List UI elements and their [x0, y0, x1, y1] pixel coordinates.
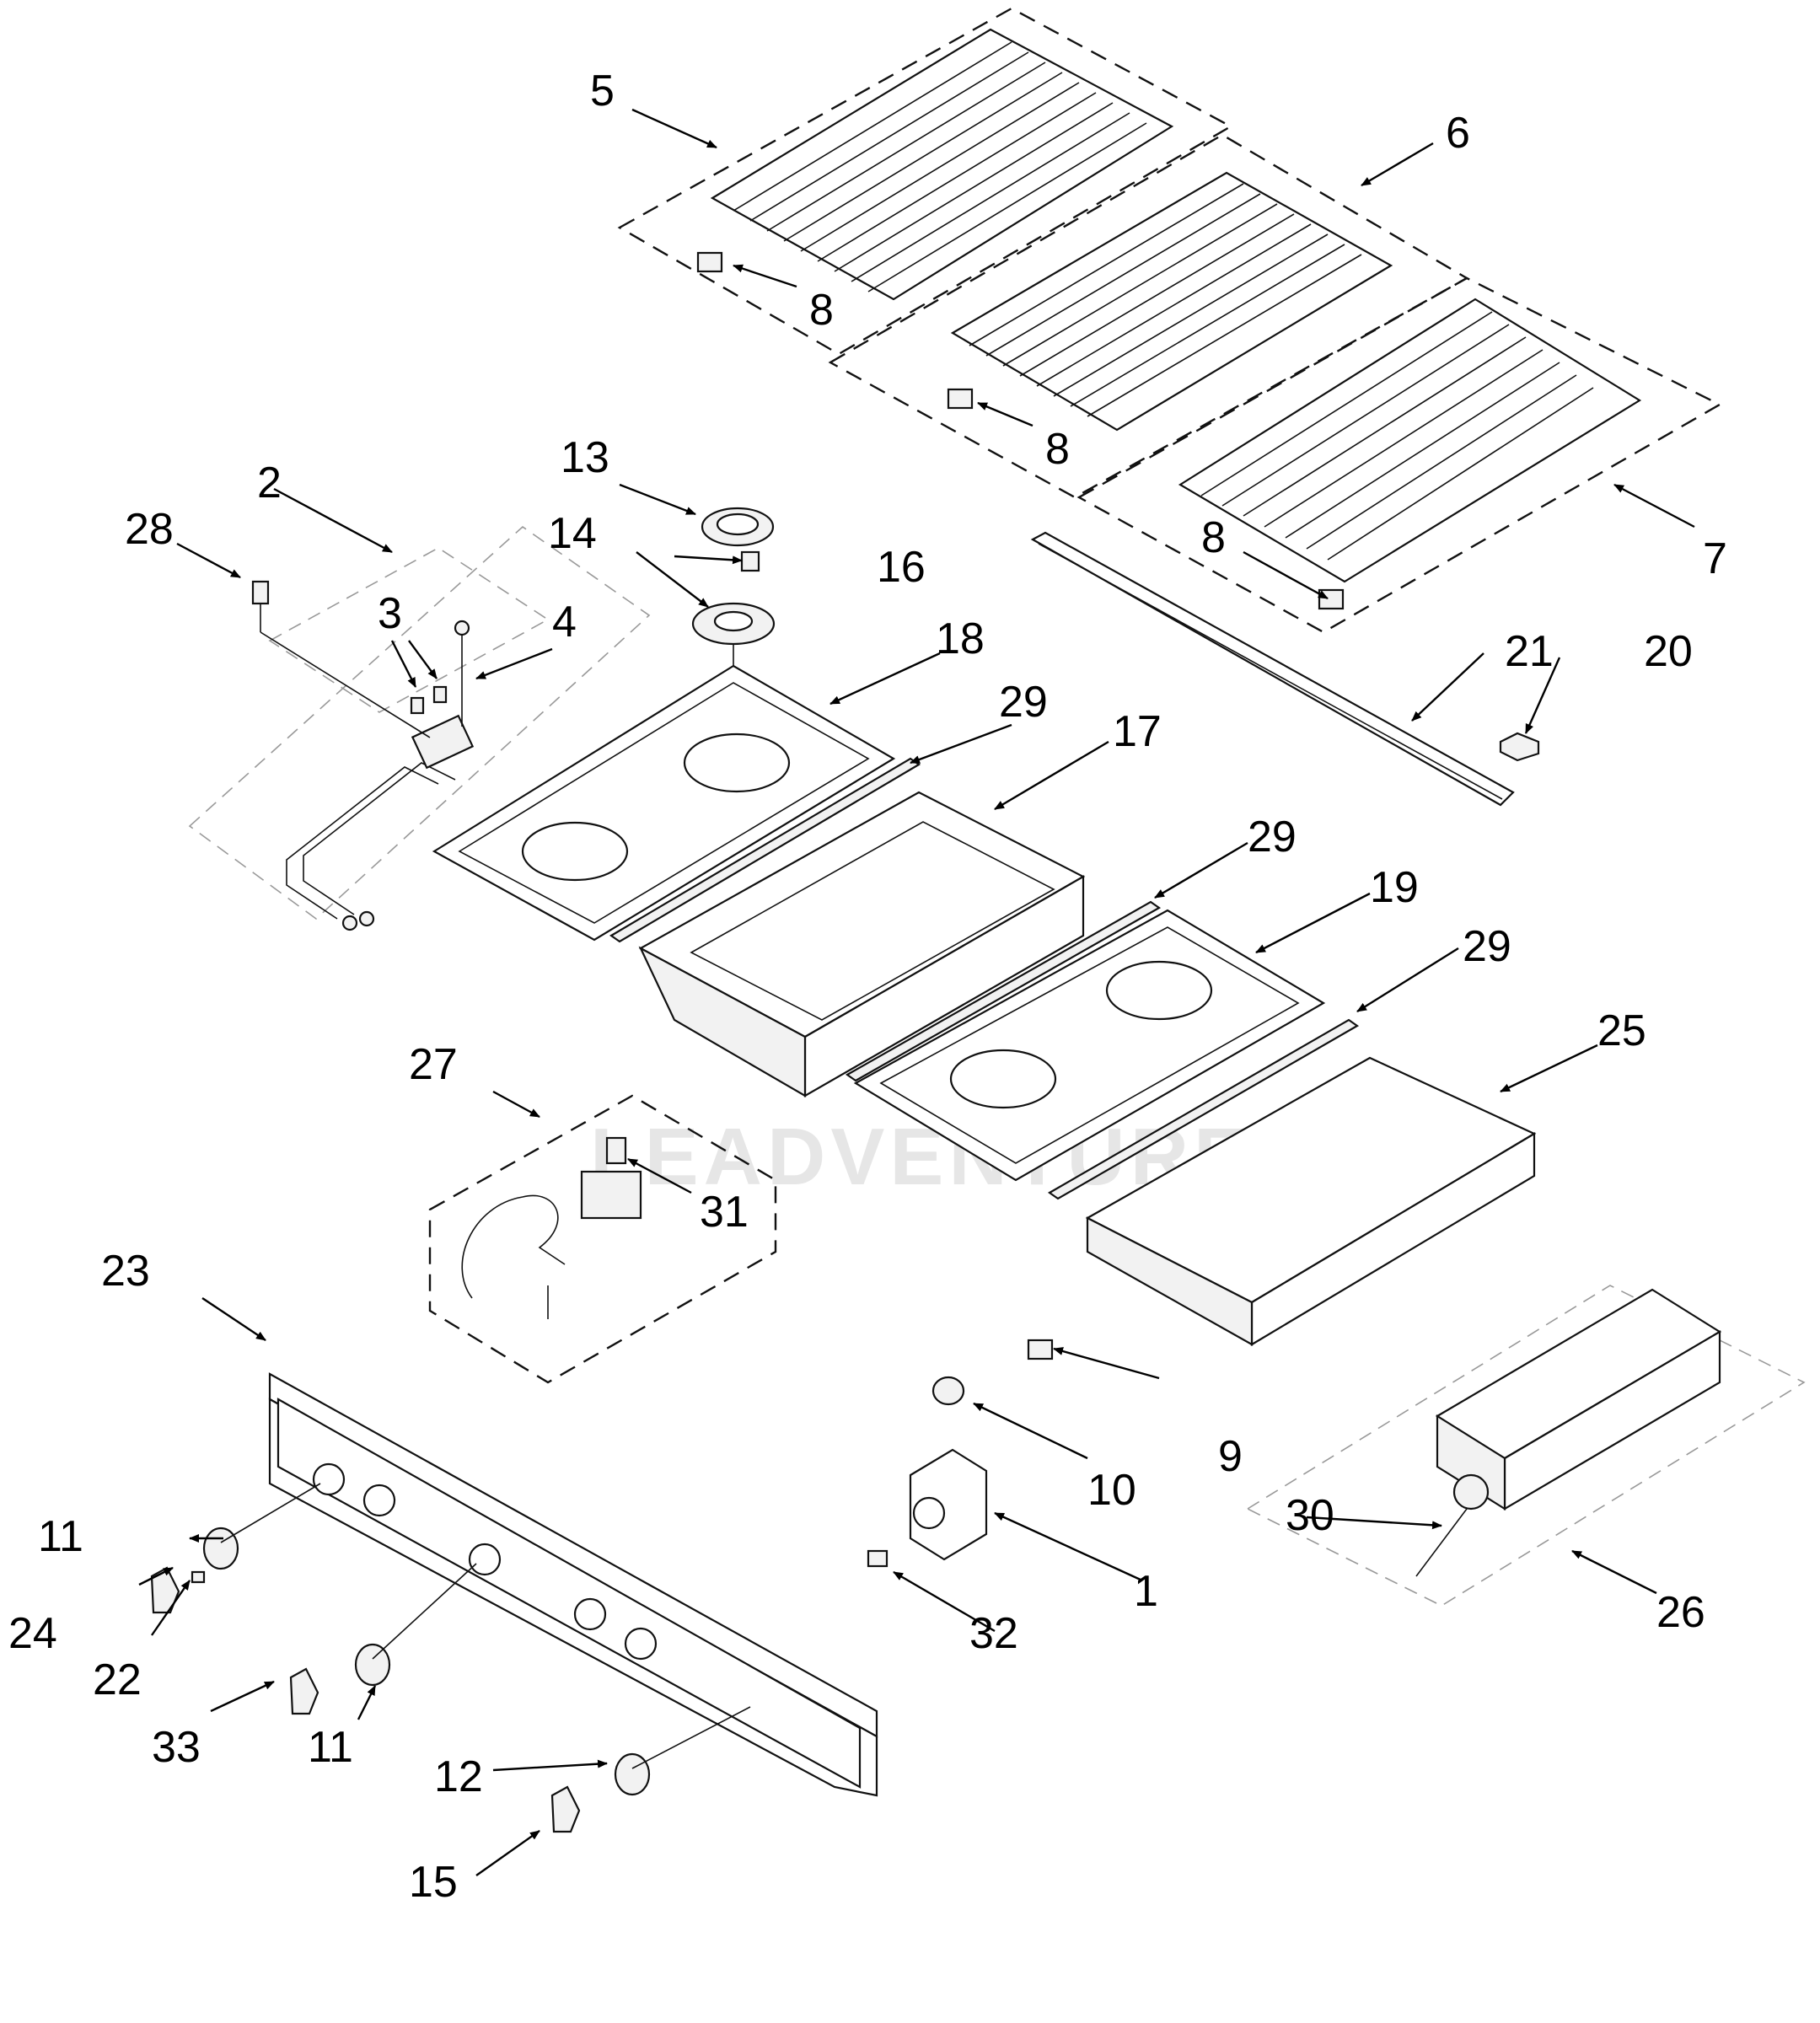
grate-left-group — [617, 7, 1233, 356]
callout-6: 6 — [1446, 109, 1470, 158]
bezel-11b — [354, 1643, 391, 1687]
griddle-plate-25 — [1085, 1056, 1537, 1346]
strip-29c — [1047, 1018, 1360, 1200]
callout-29b: 29 — [1248, 813, 1297, 861]
orifice-31 — [605, 1136, 627, 1165]
bezel-12 — [614, 1752, 651, 1796]
callout-14: 14 — [548, 509, 597, 558]
bezel-11a — [202, 1527, 239, 1570]
callout-24: 24 — [8, 1609, 57, 1658]
switch-9 — [1027, 1339, 1054, 1360]
callout-4: 4 — [552, 598, 577, 647]
knob-hole — [312, 1462, 346, 1496]
callout-21: 21 — [1505, 627, 1554, 676]
callout-18: 18 — [936, 614, 985, 663]
burner-pan-18 — [432, 664, 896, 942]
callout-15: 15 — [409, 1858, 458, 1907]
callout-20: 20 — [1644, 627, 1693, 676]
screw-22 — [191, 1570, 206, 1584]
burner-pan-19 — [853, 909, 1326, 1182]
griddle-burner-group — [1246, 1285, 1806, 1607]
igniter-4 — [454, 620, 470, 636]
control-panel-23 — [268, 1372, 878, 1797]
grate-foot — [947, 388, 974, 410]
leader-lines — [138, 108, 1695, 1876]
callout-labels: 5 6 7 8 8 8 9 10 11 11 12 13 14 15 16 17… — [8, 67, 1727, 1907]
callout-30: 30 — [1286, 1491, 1334, 1540]
watermark-text: LEADVENTURE — [590, 1112, 1253, 1202]
callout-23: 23 — [101, 1247, 150, 1296]
callout-1: 1 — [1134, 1567, 1158, 1616]
module-1 — [909, 1448, 988, 1561]
callout-29c: 29 — [1463, 922, 1511, 971]
screw-16 — [740, 550, 760, 572]
knob-hole — [362, 1484, 396, 1517]
griddle-tray-17 — [638, 791, 1086, 1097]
callout-32: 32 — [969, 1609, 1018, 1658]
callout-7: 7 — [1703, 534, 1727, 583]
burner-head-group — [691, 507, 776, 759]
knob-15 — [550, 1785, 581, 1833]
callout-8c: 8 — [1201, 513, 1226, 562]
callout-3: 3 — [378, 589, 402, 638]
strip-29b — [845, 900, 1162, 1082]
callout-22: 22 — [93, 1655, 142, 1704]
knob-hole — [468, 1543, 502, 1576]
callout-17: 17 — [1113, 707, 1162, 756]
callout-11a: 11 — [38, 1512, 83, 1561]
callout-16: 16 — [877, 543, 926, 592]
callout-29a: 29 — [999, 678, 1048, 727]
knob-33 — [289, 1667, 319, 1715]
button-10 — [931, 1376, 965, 1406]
orifice-3b — [432, 685, 448, 704]
callout-31: 31 — [700, 1188, 749, 1237]
grate-center-group — [828, 133, 1469, 499]
callout-5: 5 — [590, 67, 615, 115]
screw-20 — [1499, 732, 1540, 762]
callout-27: 27 — [409, 1040, 458, 1089]
callout-8a: 8 — [809, 286, 834, 335]
knob-24 — [150, 1566, 180, 1614]
grate-right-group — [1076, 276, 1722, 634]
callout-11b: 11 — [308, 1723, 353, 1772]
callout-28: 28 — [125, 505, 174, 554]
callout-2: 2 — [257, 459, 282, 507]
grate-foot — [1318, 588, 1345, 610]
strip-29a — [609, 757, 921, 943]
callout-25: 25 — [1597, 1006, 1646, 1055]
screw-32 — [867, 1549, 889, 1568]
callout-10: 10 — [1087, 1466, 1136, 1515]
grate-foot — [696, 251, 723, 273]
gas-tube-group — [428, 1094, 777, 1384]
callout-12: 12 — [434, 1752, 483, 1801]
knob-hole — [624, 1627, 658, 1661]
trim-rail-group — [1030, 531, 1540, 807]
callout-13: 13 — [561, 433, 609, 482]
callout-19: 19 — [1370, 863, 1419, 912]
callout-8b: 8 — [1045, 425, 1070, 474]
callout-33: 33 — [152, 1723, 201, 1772]
callout-26: 26 — [1656, 1588, 1705, 1637]
screw-28 — [251, 580, 270, 605]
orifice-3a — [410, 696, 425, 715]
valve-manifold-group — [188, 525, 651, 931]
knob-hole — [573, 1597, 607, 1631]
callout-9: 9 — [1218, 1432, 1243, 1481]
small-parts-group — [867, 1339, 1054, 1568]
